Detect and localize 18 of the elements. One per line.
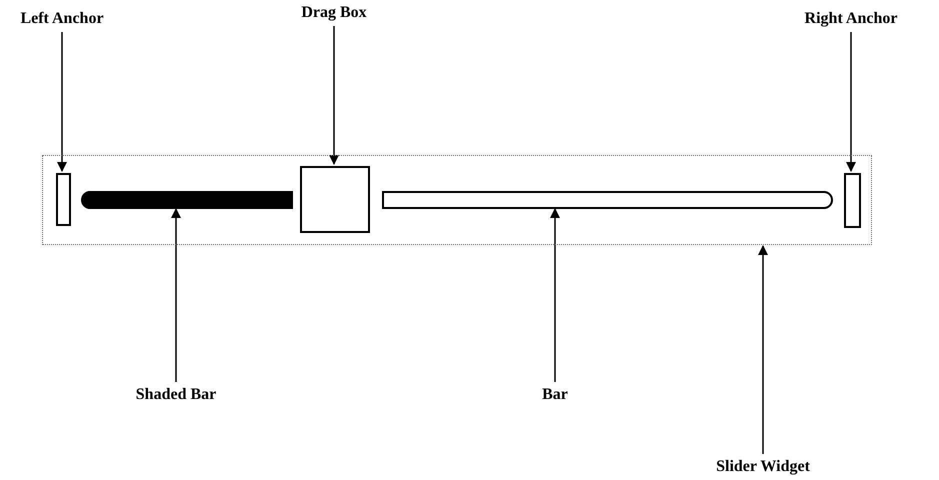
leader-arrow bbox=[758, 245, 768, 454]
callout-label: Shaded Bar bbox=[111, 384, 241, 406]
anchor-box bbox=[56, 173, 71, 226]
callout-label: Drag Box bbox=[279, 2, 389, 24]
callout-label: Left Anchor bbox=[7, 8, 117, 30]
callout-label: Bar bbox=[515, 384, 595, 406]
leader-arrow bbox=[329, 26, 339, 165]
callout-label: Right Anchor bbox=[791, 8, 911, 30]
slider-bar bbox=[382, 191, 833, 209]
anchor-box bbox=[844, 173, 861, 228]
callout-label: Slider Widget bbox=[693, 456, 833, 478]
widget-frame bbox=[42, 155, 872, 245]
shaded-bar bbox=[81, 191, 293, 209]
leader-arrow bbox=[550, 208, 560, 382]
leader-arrow bbox=[57, 32, 67, 172]
drag-box bbox=[300, 166, 370, 233]
leader-arrow bbox=[846, 32, 856, 172]
leader-arrow bbox=[171, 208, 181, 382]
